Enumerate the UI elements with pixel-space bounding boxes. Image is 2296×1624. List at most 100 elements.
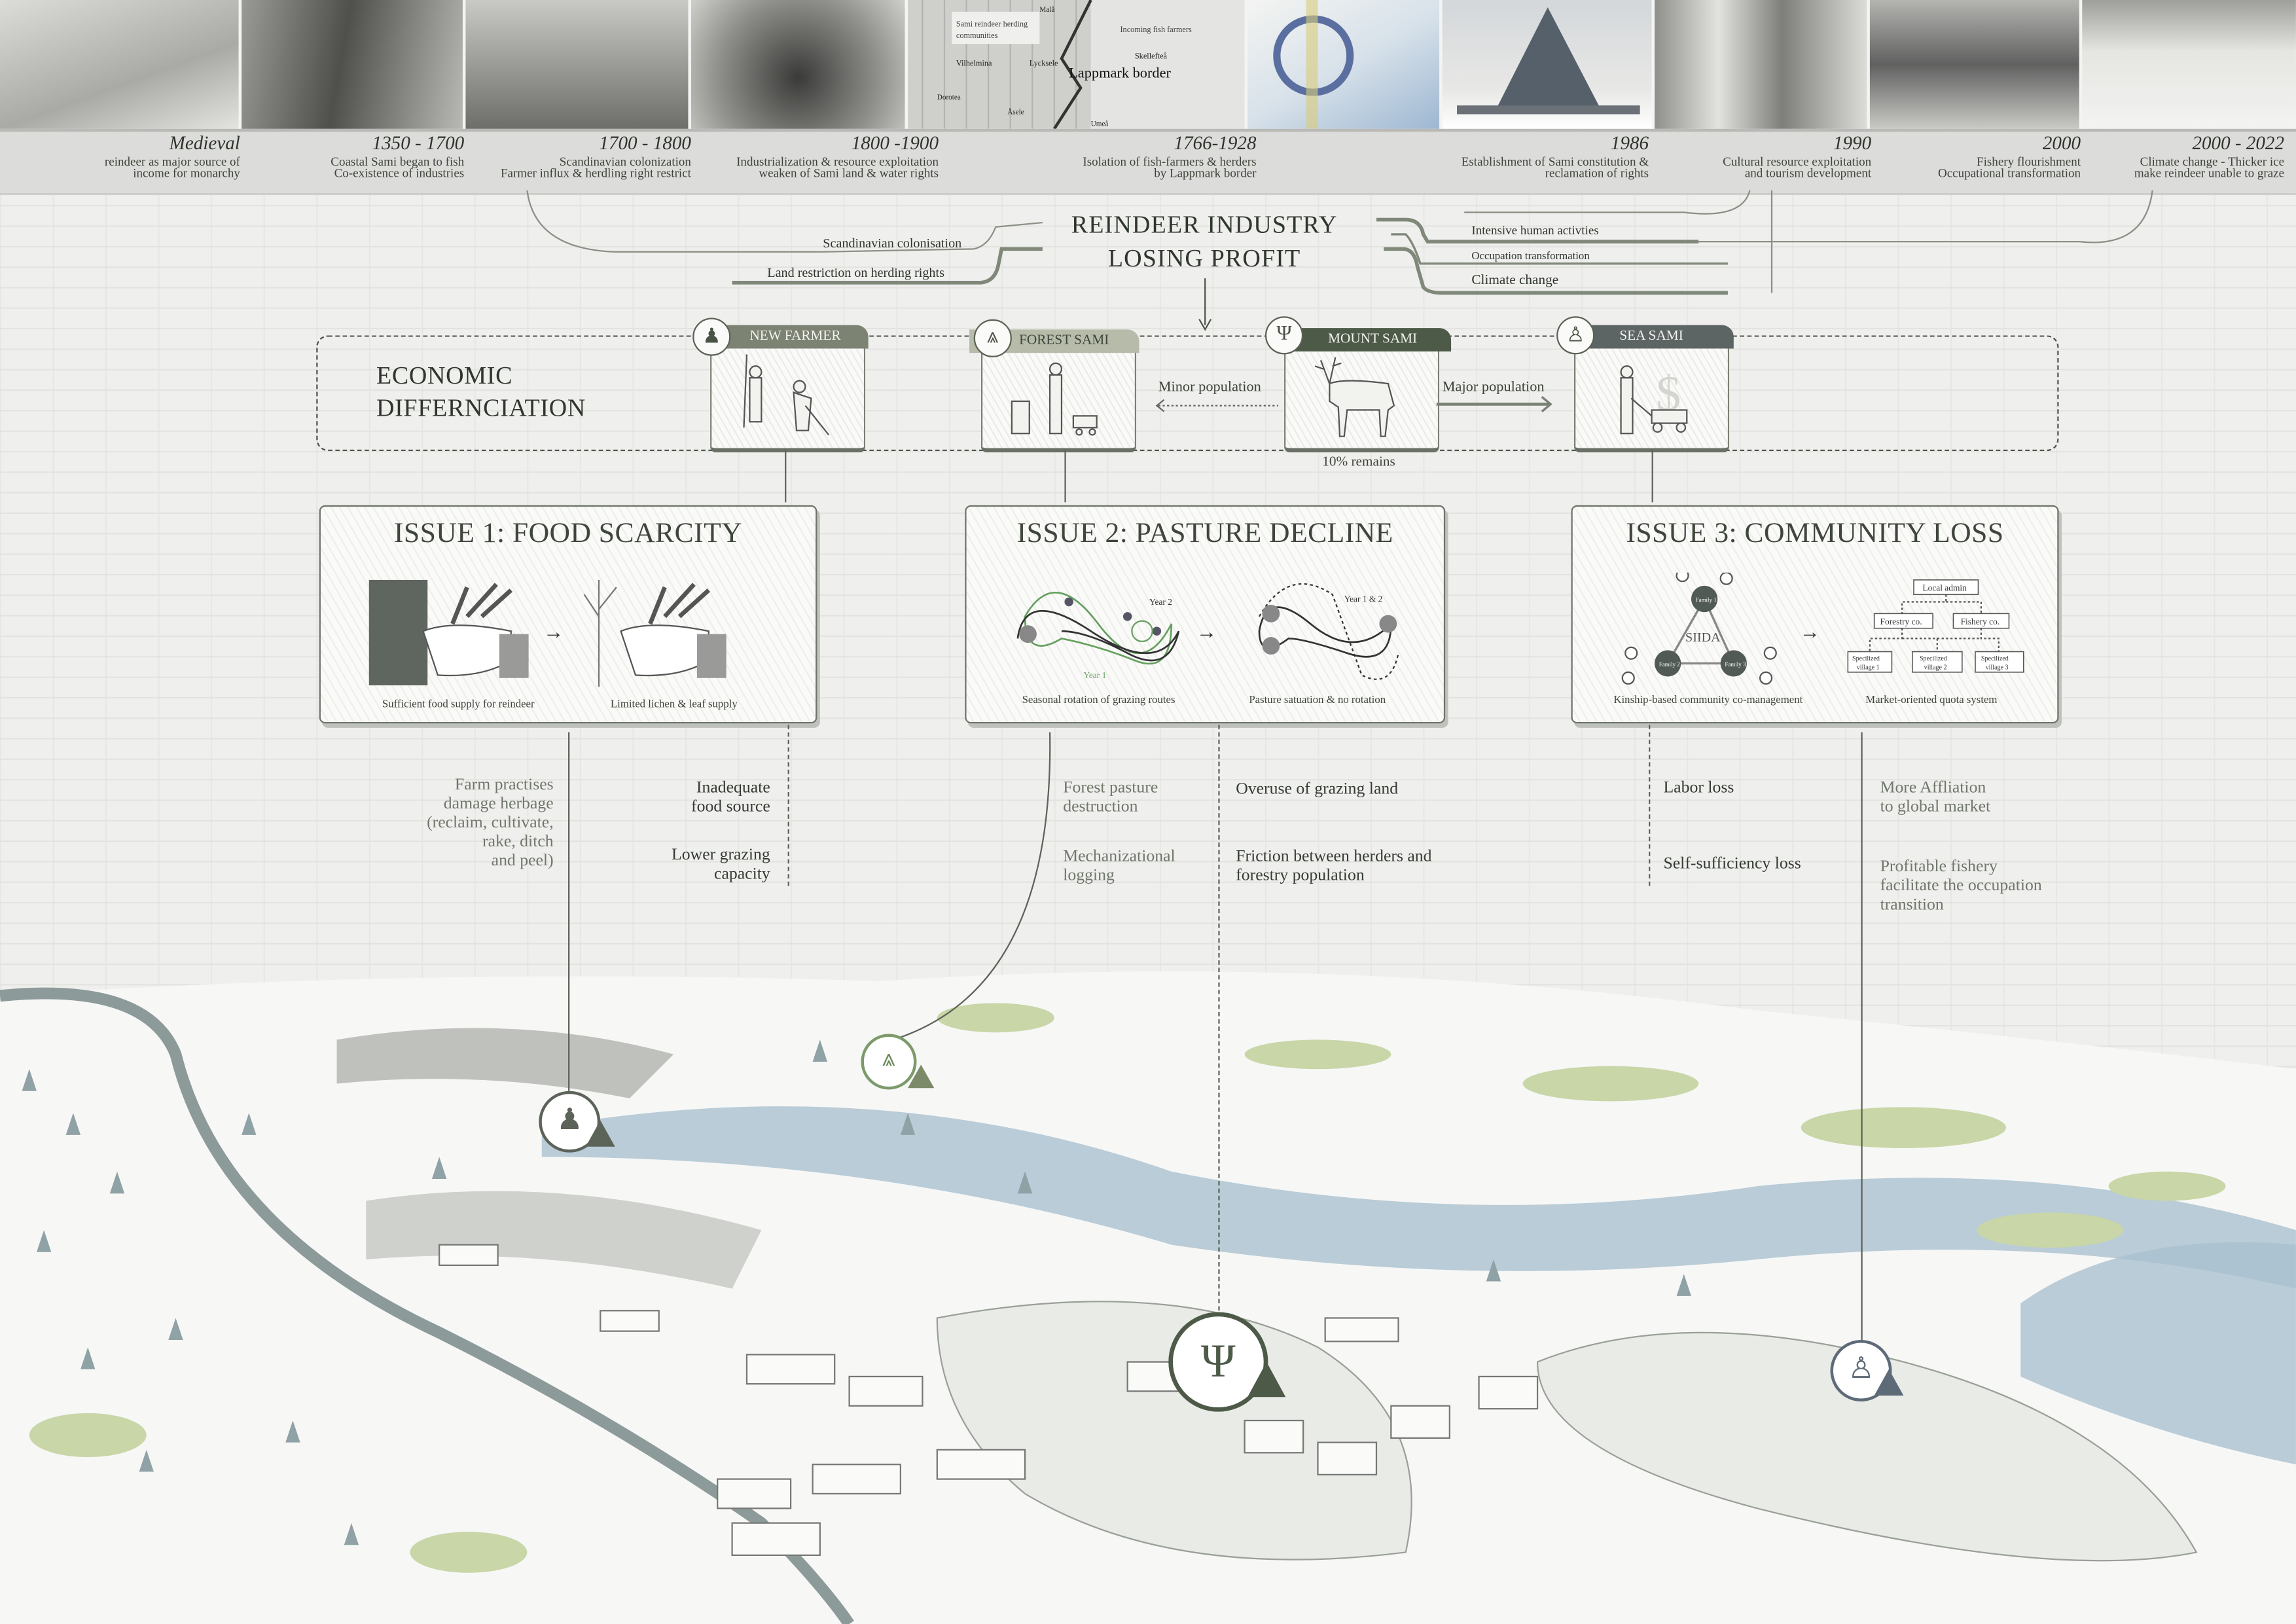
group-tag-mount-sami: MOUNT SAMI: [1278, 328, 1452, 352]
timeline-year: 1990: [1833, 132, 1872, 154]
buildings: [439, 1244, 1539, 1557]
warning-icon: [585, 1120, 615, 1147]
svg-text:Year 1: Year 1: [1084, 670, 1107, 680]
svg-text:village 3: village 3: [1986, 664, 2009, 671]
flag-icon: [1273, 0, 1354, 129]
issue-title: ISSUE 1: FOOD SCARCITY: [393, 518, 743, 549]
timeline-year: 1986: [1610, 132, 1649, 154]
svg-text:Åsele: Åsele: [1007, 109, 1024, 117]
issue-caption: Sufficient food supply for reindeer: [382, 696, 535, 711]
svg-text:Forestry co.: Forestry co.: [1880, 617, 1922, 626]
cause-land-restriction: Land restriction on herding rights: [767, 264, 944, 280]
connector: [1861, 732, 1863, 1348]
issue-caption: Kinship-based community co-management: [1613, 693, 1803, 706]
central-title: REINDEER INDUSTRY LOSING PROFIT: [1025, 208, 1384, 276]
svg-text:communities: communities: [956, 31, 998, 40]
sami-flag-photo: [1247, 0, 1443, 129]
river: [541, 1106, 2296, 1289]
forest-sami-illustration: [1011, 362, 1098, 436]
svg-text:Fishery co.: Fishery co.: [1961, 617, 2000, 626]
grazing-routes-diagram: Year 2 Year 1 → Year 1 & 2: [1016, 583, 1399, 680]
sami-tent-photo: [242, 0, 466, 129]
timeline-year: 2000: [2042, 132, 2081, 154]
fisherman-photo: [1869, 0, 2083, 129]
svg-text:village 2: village 2: [1924, 664, 1947, 671]
major-population-arrow: [1436, 395, 1552, 412]
svg-text:Local admin: Local admin: [1922, 583, 1967, 593]
connector: [1218, 725, 1220, 1326]
cause-connectors: [526, 190, 2153, 331]
svg-text:Incoming fish farmers: Incoming fish farmers: [1120, 25, 1191, 34]
svg-text:village 1: village 1: [1857, 664, 1880, 671]
ten-percent-remains-label: 10% remains: [1322, 455, 1395, 471]
group-tag-sea-sami: SEA SAMI: [1570, 325, 1734, 349]
medieval-engraving-photo: [0, 0, 242, 129]
timeline-year: 1350 - 1700: [372, 132, 465, 154]
cause-occupation-transformation: Occupation transformation: [1471, 249, 1590, 262]
cultural-tourism-photo: [1655, 0, 1870, 129]
warning-icon: [908, 1064, 935, 1089]
group-card-forest-sami: [980, 338, 1137, 453]
connector: [568, 732, 570, 1091]
timeline-year: 1800 -1900: [851, 132, 939, 154]
cause-climate-change: Climate change: [1471, 274, 1559, 289]
colonization-photo: [465, 0, 691, 129]
timeline-year: Medieval: [169, 132, 240, 154]
warning-icon: [1247, 1362, 1286, 1398]
svg-text:Family 3: Family 3: [1725, 661, 1746, 668]
forest-warning-marker[interactable]: ⩓: [861, 1034, 917, 1090]
svg-text:Family 2: Family 2: [1659, 661, 1680, 668]
timeline-year: 2000 - 2022: [2192, 132, 2285, 154]
trees: [22, 1039, 1691, 1545]
timeline-desc: Establishment of Sami constitution &recl…: [1461, 153, 1649, 181]
issue-title: ISSUE 3: COMMUNITY LOSS: [1626, 518, 2004, 549]
issue-caption: Pasture satuation & no rotation: [1249, 693, 1386, 706]
siida-vs-quota-diagram: Family 1 Family 2 Family 3 SIIDA → Local…: [1621, 572, 2024, 685]
issue-card-pasture-decline: ISSUE 2: PASTURE DECLINE Year 2 Year 1 →…: [965, 505, 1446, 724]
reindeer-ice-photo: [2082, 0, 2296, 129]
sea-sami-illustration: $: [1620, 365, 1688, 435]
trees-icon: ⩓: [973, 319, 1012, 357]
landscape-illustration: [0, 971, 2296, 1624]
svg-text:Year 2: Year 2: [1149, 597, 1172, 607]
svg-text:→: →: [1196, 620, 1217, 643]
connector: [785, 449, 787, 503]
svg-text:Specilized: Specilized: [1920, 655, 1947, 662]
farmer-icon: ♟: [692, 317, 731, 356]
warning-icon: [1874, 1369, 1904, 1396]
cause-scandinavian-colonisation: Scandinavian colonisation: [823, 236, 962, 251]
svg-text:Lappmark border: Lappmark border: [1069, 65, 1171, 81]
farmers-illustration: [743, 354, 830, 436]
connector: [1649, 725, 1651, 886]
annotation-self-sufficiency: Self-sufficiency loss: [1663, 855, 1801, 873]
annotation-labor-loss: Labor loss: [1663, 779, 1734, 797]
issue-caption: Limited lichen & leaf supply: [610, 696, 738, 711]
connector: [893, 732, 1051, 1041]
reindeer-feeding-illustration: →: [368, 579, 726, 687]
svg-text:Vilhelmina: Vilhelmina: [956, 59, 992, 68]
reindeer-illustration: [1314, 357, 1395, 437]
lappmark-map-photo: Sami reindeer herding communities Incomi…: [908, 0, 1248, 129]
connector: [1064, 449, 1066, 503]
timeline-strip: [0, 128, 2296, 195]
green-patches: [29, 1003, 2226, 1573]
issue-caption: Market-oriented quota system: [1865, 693, 1998, 706]
